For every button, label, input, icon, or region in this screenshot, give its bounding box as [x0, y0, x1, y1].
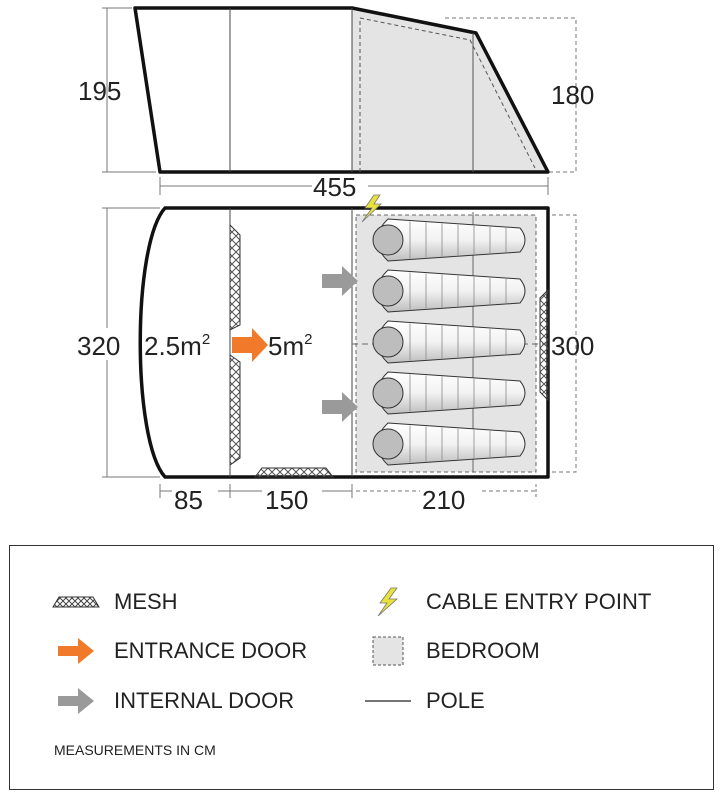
- legend-internal-door: INTERNAL DOOR: [48, 685, 294, 717]
- side-height-right: 180: [551, 80, 594, 110]
- mesh-panel-bottom: [253, 467, 335, 478]
- legend-pole: POLE: [360, 685, 485, 717]
- mesh-panel-left-lower: [229, 354, 241, 466]
- legend-mesh: MESH: [48, 586, 178, 618]
- living-area: 5m2: [268, 331, 312, 361]
- legend-label-entrance-door: ENTRANCE DOOR: [114, 638, 308, 663]
- legend-label-cable-entry: CABLE ENTRY POINT: [426, 589, 652, 614]
- legend-bedroom: BEDROOM: [360, 635, 540, 667]
- bedroom-side-dashed: [359, 17, 536, 172]
- internal-door-arrow-upper: [322, 266, 358, 296]
- total-width: 320: [77, 331, 120, 361]
- measurement-note: MEASUREMENTS IN CM: [54, 742, 216, 758]
- bedroom-depth: 210: [422, 485, 465, 515]
- internal-arrow-icon: [48, 685, 104, 717]
- entrance-door-arrow: [232, 328, 268, 362]
- sleeping-bag: [372, 269, 526, 313]
- floor-outline: [138, 206, 550, 479]
- sleeping-bag-hood: [372, 224, 404, 256]
- sleeping-bag: [372, 218, 526, 262]
- sleeping-bag-hood: [372, 326, 404, 358]
- bedroom-box-icon: [360, 635, 416, 667]
- tent-diagram: 195 180 455 2.5m2 5m2: [76, 6, 594, 515]
- bedroom-side-fill: [352, 10, 548, 172]
- mesh-panel-right: [539, 288, 549, 402]
- legend-label-pole: POLE: [426, 688, 485, 713]
- legend-cable-entry: CABLE ENTRY POINT: [360, 586, 651, 618]
- lightning-icon: [360, 586, 416, 618]
- living-depth: 150: [265, 485, 308, 515]
- side-height-left: 195: [78, 76, 121, 106]
- legend-label-bedroom: BEDROOM: [426, 638, 540, 663]
- mesh-panel-left-upper: [229, 223, 241, 331]
- bedroom-width: 300: [551, 331, 594, 361]
- legend-entrance-door: ENTRANCE DOOR: [48, 635, 307, 667]
- sleeping-bag: [372, 371, 526, 415]
- porch-depth: 85: [174, 485, 203, 515]
- porch-area: 2.5m2: [144, 331, 210, 361]
- total-length: 455: [313, 172, 356, 202]
- legend-label-mesh: MESH: [114, 589, 178, 614]
- sleeping-bag-hood: [372, 275, 404, 307]
- mesh-icon: [48, 586, 104, 618]
- sleeping-bag-hood: [372, 377, 404, 409]
- legend: MESH ENTRANCE DOOR INTERNAL DOOR CABLE E…: [9, 545, 714, 790]
- internal-door-arrow-lower: [322, 392, 358, 422]
- floor-plan: 2.5m2 5m2 320 300 85 150 210: [76, 194, 594, 515]
- sleeping-bag-hood: [372, 428, 404, 460]
- entrance-arrow-icon: [48, 635, 104, 667]
- sleeping-bag: [372, 320, 526, 364]
- side-view: 195 180 455: [78, 6, 594, 202]
- legend-label-internal-door: INTERNAL DOOR: [114, 688, 295, 713]
- sleeping-bags: [372, 218, 526, 466]
- sleeping-bag: [372, 422, 526, 466]
- pole-line-icon: [360, 685, 416, 717]
- cable-entry-icon: [361, 194, 383, 223]
- side-view-outline: [133, 6, 550, 174]
